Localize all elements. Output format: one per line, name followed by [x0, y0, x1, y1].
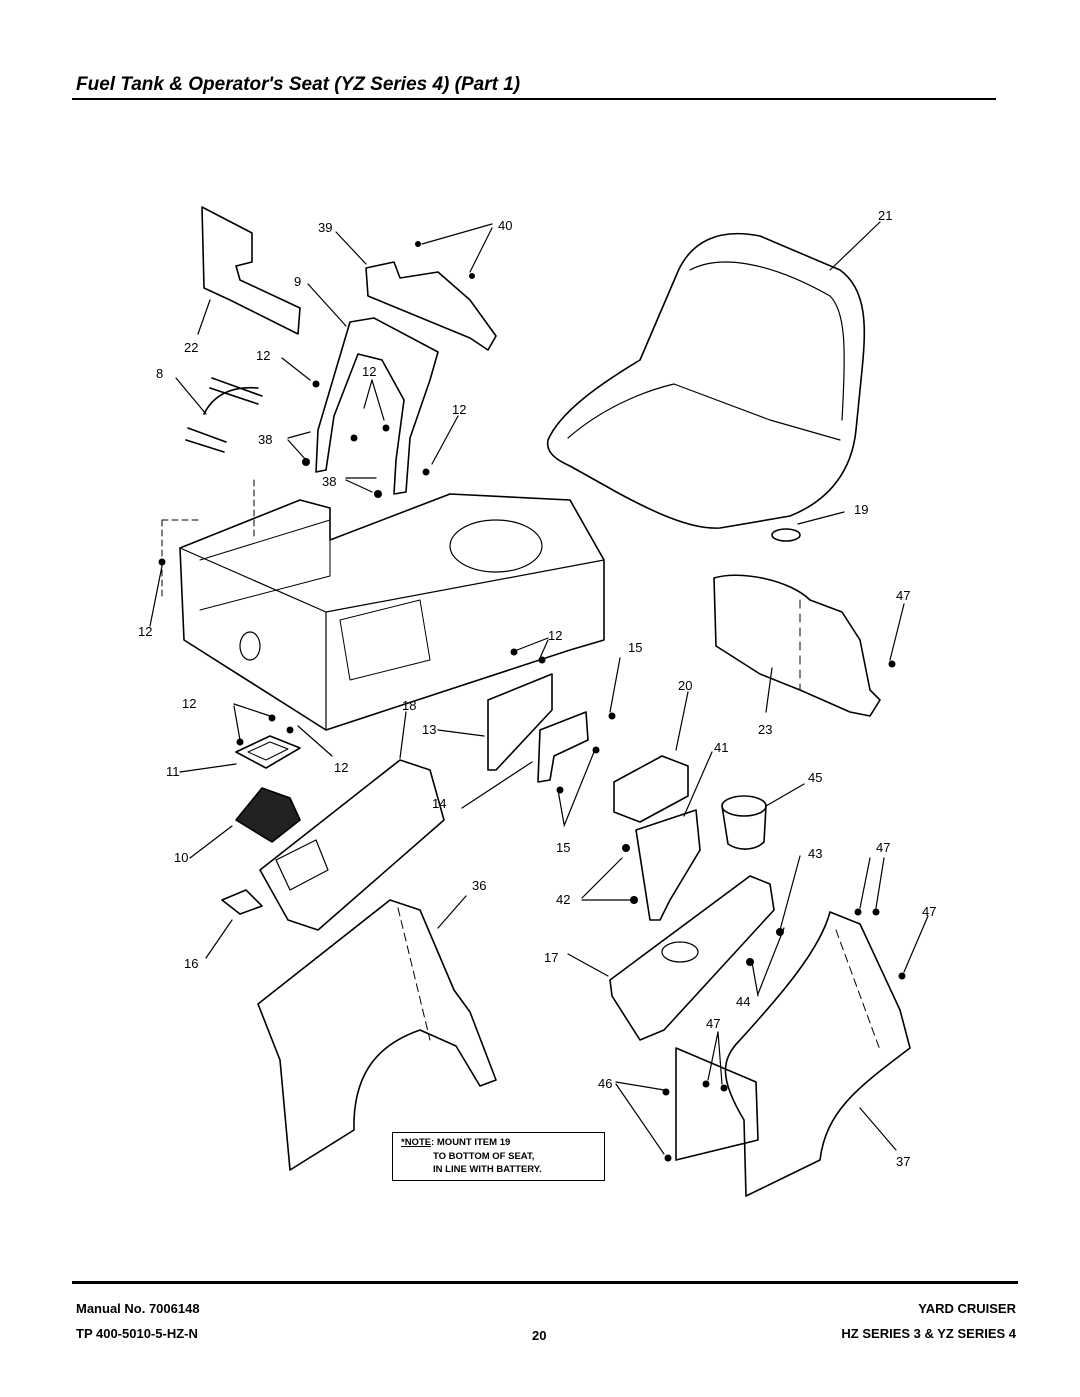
note-line-3: IN LINE WITH BATTERY.	[433, 1164, 542, 1175]
callout-11: 11	[166, 764, 180, 779]
callout-17: 17	[544, 950, 558, 965]
callout-37: 37	[896, 1154, 910, 1169]
left-fender	[257, 899, 497, 1171]
callout-47: 47	[896, 588, 910, 603]
manual-number: Manual No. 7006148	[76, 1301, 200, 1316]
callout-9: 9	[294, 274, 301, 289]
callout-12: 12	[256, 348, 270, 363]
note-line-1-text: : MOUNT ITEM 19	[431, 1137, 511, 1148]
seat-hinge-frame	[315, 317, 439, 495]
callout-16: 16	[184, 956, 198, 971]
callout-14: 14	[432, 796, 446, 811]
callout-19: 19	[854, 502, 868, 517]
shift-boot	[235, 787, 301, 843]
callout-47: 47	[876, 840, 890, 855]
heat-shield-plate	[201, 206, 301, 335]
callout-42: 42	[556, 892, 570, 907]
callout-15: 15	[556, 840, 570, 855]
callout-47: 47	[706, 1016, 720, 1031]
callout-12: 12	[334, 760, 348, 775]
leader-lines	[149, 221, 929, 1155]
note-prefix: *NOTE	[401, 1137, 432, 1148]
cup-holder	[721, 795, 767, 817]
page-title: Fuel Tank & Operator's Seat (YZ Series 4…	[76, 74, 521, 95]
callout-47: 47	[922, 904, 936, 919]
callout-23: 23	[758, 722, 772, 737]
callout-39: 39	[318, 220, 332, 235]
callout-12: 12	[452, 402, 466, 417]
mounting-note: *NOTE: MOUNT ITEM 19 TO BOTTOM OF SEAT, …	[392, 1132, 605, 1181]
page-number: 20	[532, 1328, 547, 1343]
callout-12: 12	[138, 624, 152, 639]
callout-46: 46	[598, 1076, 612, 1091]
product-series: HZ SERIES 3 & YZ SERIES 4	[841, 1326, 1016, 1341]
callout-12: 12	[362, 364, 376, 379]
callout-44: 44	[736, 994, 750, 1009]
callout-15: 15	[628, 640, 642, 655]
callout-41: 41	[714, 740, 728, 755]
spring-clip	[221, 889, 263, 915]
operator-seat	[546, 232, 866, 529]
mount-bracket	[487, 673, 553, 771]
callout-20: 20	[678, 678, 692, 693]
callout-12: 12	[548, 628, 562, 643]
title-rule	[72, 98, 996, 100]
note-line-2: TO BOTTOM OF SEAT,	[433, 1151, 535, 1162]
frame-housing	[179, 493, 605, 731]
console	[259, 759, 445, 931]
callout-8: 8	[156, 366, 163, 381]
battery	[613, 755, 689, 823]
seat-bracket	[365, 261, 497, 351]
callout-36: 36	[472, 878, 486, 893]
right-fender	[724, 911, 911, 1197]
side-bracket	[537, 711, 589, 783]
callout-40: 40	[498, 218, 512, 233]
upright-bracket	[635, 809, 701, 921]
callout-13: 13	[422, 722, 436, 737]
footer-rule	[72, 1281, 1018, 1284]
callout-18: 18	[402, 698, 416, 713]
shift-plate	[235, 735, 301, 769]
fender-side-panel	[713, 574, 881, 717]
note-line-1: *NOTE: MOUNT ITEM 19	[401, 1137, 510, 1148]
callout-22: 22	[184, 340, 198, 355]
callout-38: 38	[258, 432, 272, 447]
product-brand: YARD CRUISER	[918, 1301, 1016, 1316]
seat-pad	[771, 528, 801, 542]
callout-10: 10	[174, 850, 188, 865]
callout-45: 45	[808, 770, 822, 785]
tp-number: TP 400-5010-5-HZ-N	[76, 1326, 198, 1341]
floor-bracket	[609, 875, 775, 1041]
seat-pin	[185, 377, 263, 453]
callout-21: 21	[878, 208, 892, 223]
callout-43: 43	[808, 846, 822, 861]
callout-12: 12	[182, 696, 196, 711]
callout-38: 38	[322, 474, 336, 489]
